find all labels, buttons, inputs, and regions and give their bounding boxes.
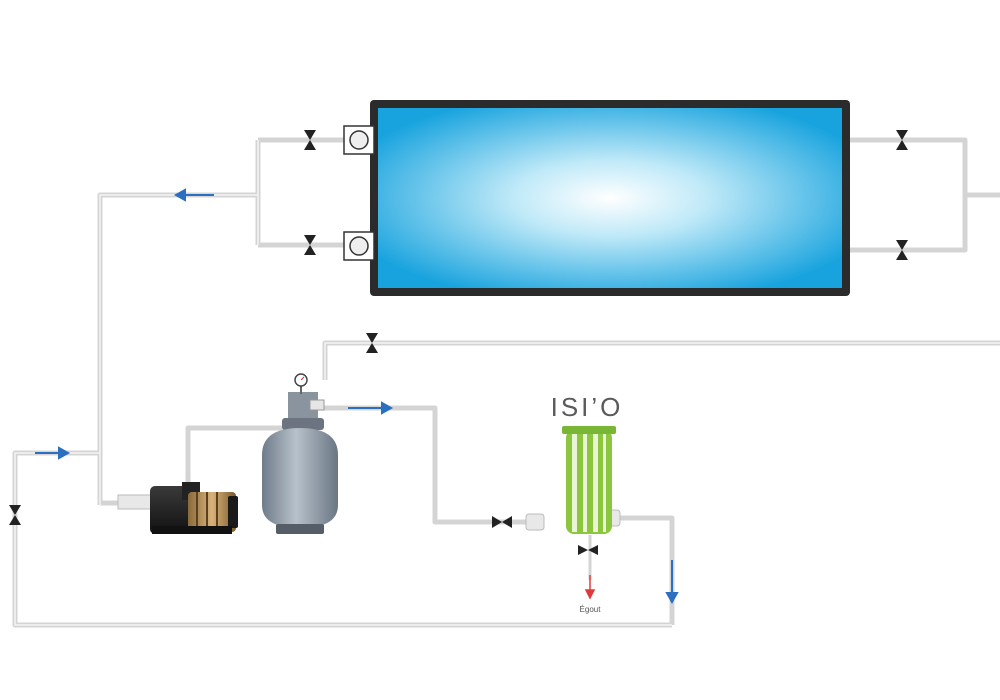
valves [9,130,908,555]
pipe-isio-outlet [615,515,675,625]
pipe-right-top-branch [850,137,1000,198]
pipe-filter-to-pump [185,425,300,500]
sand-filter-icon [262,392,338,534]
valve-icon [366,333,378,353]
flow-arrow-icon [35,446,71,460]
valve-icon [304,130,316,150]
drain-arrow-icon [584,575,596,600]
valve-icon [896,130,908,150]
pool-connectors [343,125,375,261]
valve-icon [896,240,908,260]
valve-icon [9,505,21,525]
pressure-gauge-icon [294,373,308,394]
flow-arrow-icon [173,188,214,202]
valve-icon [492,516,512,528]
flow-arrow-icon [665,560,679,605]
isio-device-icon [525,426,621,534]
pipe-return-line [322,340,1000,380]
drain-label: Égout [579,605,601,614]
flow-arrow-icon [348,401,394,415]
valve-icon [304,235,316,255]
pump-icon [117,482,238,534]
isio-brand-label: ISI’O [550,392,624,422]
pipe-riser-left [97,192,258,505]
pool-basin-icon [370,100,850,296]
flow-arrows [35,188,679,605]
pipe-right-bottom-branch [850,195,968,253]
valve-icon [578,545,598,555]
